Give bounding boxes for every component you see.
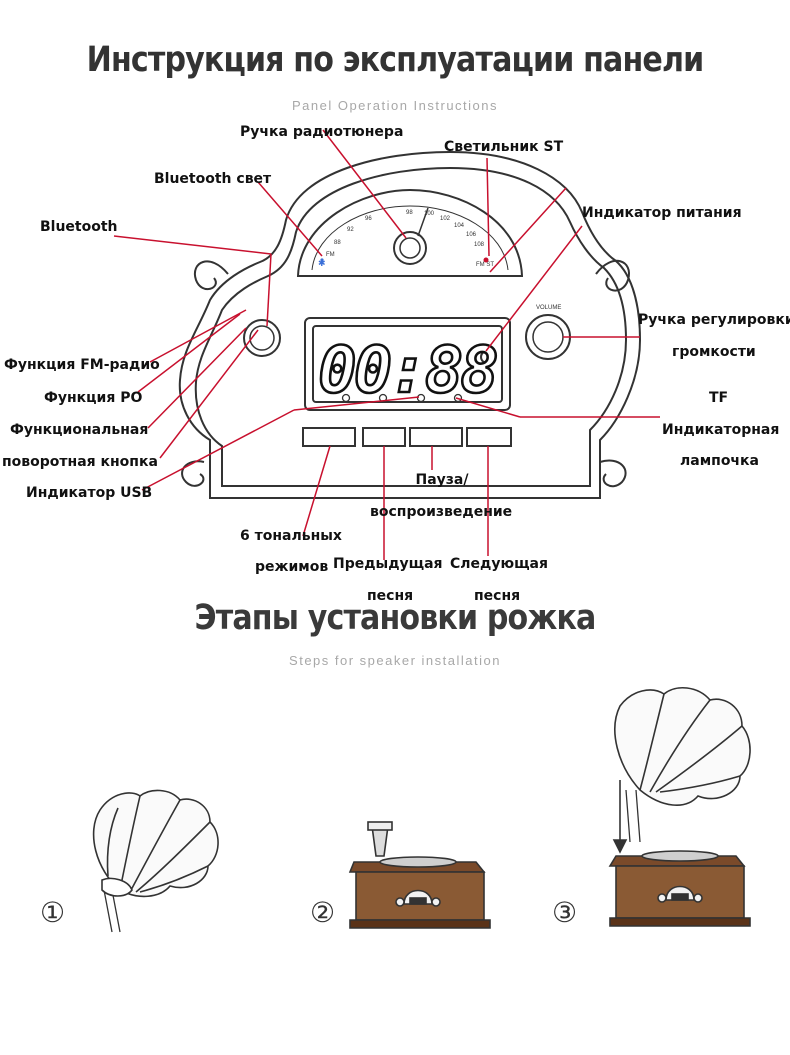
scroll-ornament-right-bottom — [599, 459, 627, 488]
install-subtitle: Steps for speaker installation — [289, 653, 501, 668]
label-tuner-knob: Ручка радиотюнера — [240, 124, 404, 140]
label-play-pause-line2: воспроизведение — [370, 504, 513, 520]
dial-mark: 102 — [440, 216, 451, 222]
display-frame — [304, 317, 511, 411]
fm-mark: FM — [326, 252, 335, 258]
st-led — [483, 257, 489, 263]
label-po-function: Функция PO — [44, 390, 143, 406]
label-tf-lamp: Индикаторная — [662, 422, 780, 438]
label-bluetooth: Bluetooth — [40, 219, 118, 235]
bluetooth-icon: ✱ — [318, 259, 326, 269]
dial-scale: 88 92 96 98 100 102 104 106 108 FM FM ST… — [326, 210, 561, 311]
label-prev-song: Предыдущая — [333, 556, 443, 572]
function-knob — [243, 319, 281, 357]
label-power-indicator: Индикатор питания — [582, 205, 742, 221]
dial-mark: 108 — [474, 242, 485, 248]
label-rotary-knob-line2: поворотная кнопка — [2, 454, 158, 470]
label-rotary-knob: Функциональная — [10, 422, 149, 438]
step-3-assembled — [608, 687, 751, 927]
display-time: 00:88 — [318, 334, 496, 408]
label-fm-function: Функция FM-радио — [4, 357, 160, 373]
label-tf: TF — [709, 390, 729, 406]
label-play-pause: Пауза/ — [415, 472, 469, 488]
tuner-knob — [393, 231, 427, 265]
label-next-song: Следующая — [450, 556, 548, 572]
step-2-number: ② — [310, 897, 335, 928]
dial-mark: 96 — [365, 216, 372, 222]
step-1-horn — [92, 789, 219, 933]
label-tone-modes-line2: режимов — [255, 559, 329, 575]
dial-mark: 104 — [454, 223, 465, 229]
label-bt-light: Bluetooth свет — [154, 171, 272, 187]
scroll-ornament-left-bottom — [181, 460, 205, 487]
label-prev-song-line2: песня — [367, 588, 414, 604]
dial-mark: 100 — [424, 211, 435, 217]
next-button — [466, 427, 512, 447]
bt-led — [320, 258, 324, 262]
play-pause-button — [409, 427, 463, 447]
install-title: Этапы установки рожка — [194, 598, 597, 638]
radio-dial — [296, 188, 524, 277]
step-1-number: ① — [40, 897, 65, 928]
step-2-cabinet — [348, 821, 491, 929]
dial-mark: 92 — [347, 227, 354, 233]
radio-body-inner — [194, 166, 628, 487]
panel-subtitle: Panel Operation Instructions — [291, 98, 499, 113]
panel-title: Инструкция по эксплуатации панели — [86, 40, 705, 80]
display-screen — [312, 325, 503, 403]
dial-mark: 98 — [406, 210, 413, 216]
step-3-number: ③ — [552, 897, 577, 928]
callout-lines — [113, 129, 660, 560]
label-tone-modes: 6 тональных — [240, 528, 342, 544]
label-st-light: Светильник ST — [444, 139, 564, 155]
scroll-ornament-right-top — [595, 259, 630, 292]
tone-button — [302, 427, 356, 447]
dial-mark: 88 — [334, 240, 341, 246]
label-next-song-line2: песня — [474, 588, 521, 604]
label-tf-lamp-line2: лампочка — [680, 453, 759, 469]
radio-body-outline — [178, 150, 642, 499]
install-arrow — [612, 780, 628, 854]
power-led — [480, 350, 494, 364]
fm-st-mark: FM ST — [476, 262, 494, 268]
label-volume-knob: Ручка регулировки — [638, 312, 790, 328]
dial-mark: 106 — [466, 232, 477, 238]
label-usb-indicator: Индикатор USB — [26, 485, 153, 501]
scroll-ornament-left-top — [193, 260, 229, 291]
label-volume-knob-line2: громкости — [672, 344, 756, 360]
volume-mark: VOLUME — [536, 305, 561, 311]
